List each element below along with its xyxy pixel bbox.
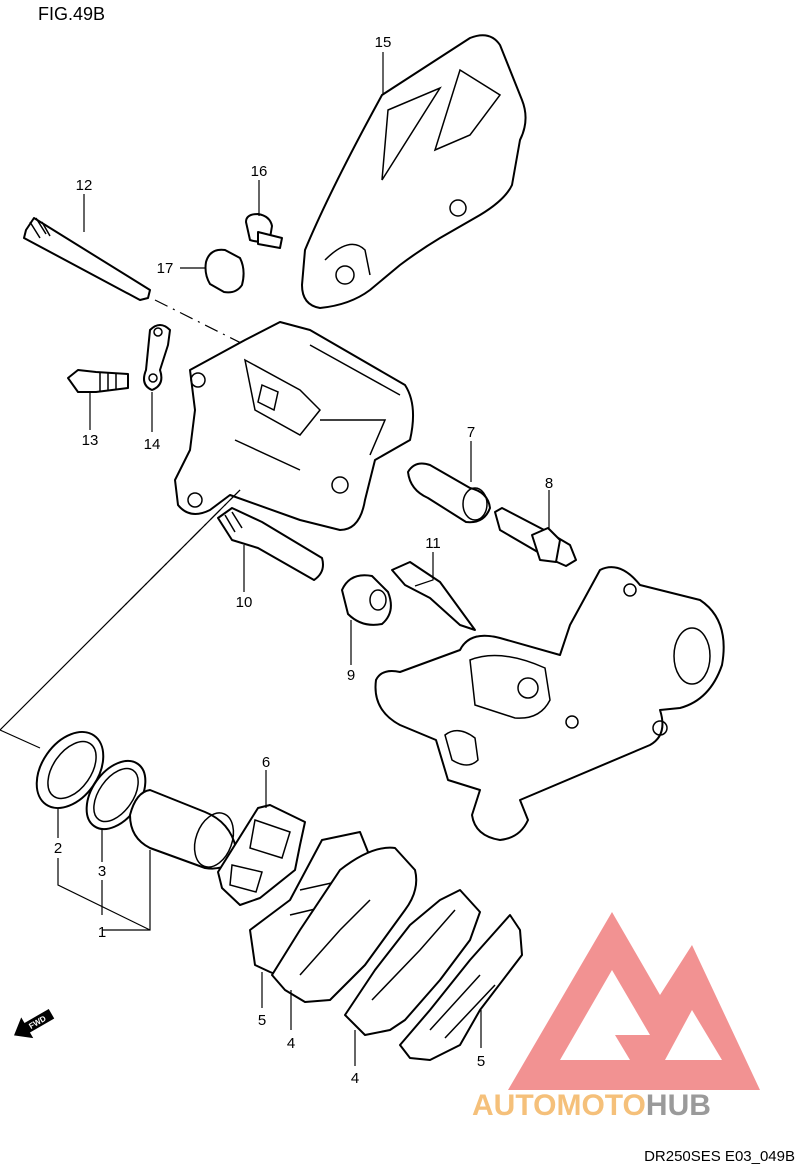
fwd-arrow-icon: FWD	[13, 1008, 55, 1039]
part-1-piston	[129, 789, 237, 870]
callout-labels: 15 12 16 17 13 14 7 8 11 10 9 6 2 3 1 5 …	[54, 34, 553, 1087]
callout-14: 14	[144, 436, 161, 453]
part-11-pad-spring	[391, 561, 476, 631]
callout-3: 3	[98, 863, 106, 880]
part-5-pad-plate-right	[399, 914, 523, 1061]
part-15-bracket-plate	[301, 34, 527, 309]
watermark-text-part2: HUB	[646, 1089, 711, 1122]
part-9-boot	[341, 574, 392, 626]
callout-15: 15	[375, 34, 392, 51]
part-10-slide-pin	[217, 507, 324, 581]
part-12-pin	[23, 217, 151, 301]
part-8-pin-bolt	[494, 507, 577, 567]
callout-13: 13	[82, 432, 99, 449]
leader-lines	[0, 52, 550, 1066]
part-7-bushing	[407, 462, 491, 524]
callout-10: 10	[236, 594, 253, 611]
watermark-text-part1: AUTOMOTO	[472, 1089, 646, 1122]
part-17-cap	[204, 248, 245, 294]
callout-9: 9	[347, 667, 355, 684]
caliper-mount-bracket	[374, 566, 725, 841]
callout-6: 6	[262, 754, 270, 771]
part-16-bolt	[245, 213, 283, 249]
figure-title: FIG.49B	[38, 4, 105, 24]
figure-code: DR250SES E03_049B	[644, 1148, 795, 1165]
part-6-shim	[217, 804, 306, 906]
callout-16: 16	[251, 163, 268, 180]
callout-2: 2	[54, 840, 62, 857]
callout-5-right: 5	[477, 1053, 485, 1070]
callout-8: 8	[545, 475, 553, 492]
callout-7: 7	[467, 424, 475, 441]
caliper-body	[174, 321, 415, 531]
part-4-brake-pad-left	[271, 846, 418, 1003]
callout-12: 12	[76, 177, 93, 194]
watermark-logo	[508, 912, 760, 1090]
callout-1: 1	[98, 924, 106, 941]
part-4-brake-pad-right	[344, 889, 481, 1036]
callout-4-right: 4	[351, 1070, 359, 1087]
callout-11: 11	[425, 535, 441, 552]
watermark-text: AUTOMOTOHUB	[472, 1089, 711, 1122]
part-14-link	[143, 324, 171, 391]
part-2-dust-seal	[35, 731, 105, 809]
part-13-bleeder-screw	[67, 369, 129, 393]
callout-4-left: 4	[287, 1035, 295, 1052]
callout-17: 17	[157, 260, 174, 277]
callout-5-left: 5	[258, 1012, 266, 1029]
